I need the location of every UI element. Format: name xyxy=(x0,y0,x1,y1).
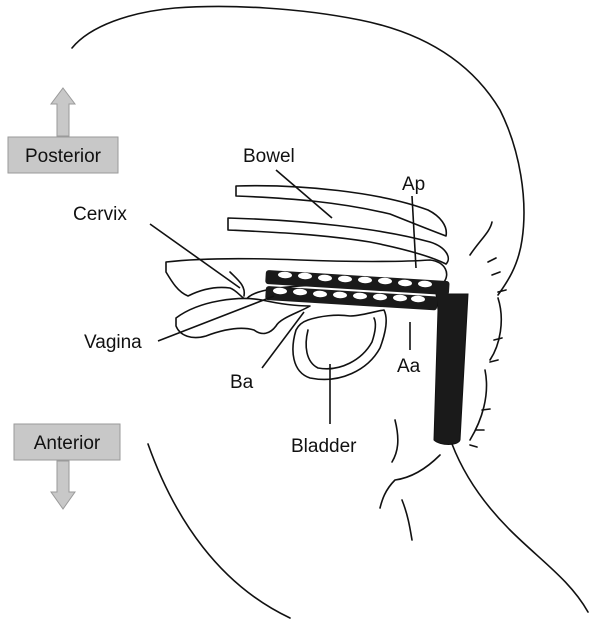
body-outline-lower xyxy=(380,420,440,508)
probe-cable xyxy=(452,444,588,612)
hair-strands xyxy=(470,258,506,447)
thigh-outline xyxy=(402,500,412,540)
arrow-up-icon xyxy=(51,88,75,136)
posterior-label: Posterior xyxy=(25,146,102,167)
probe-handle xyxy=(434,294,468,445)
posterior-indicator: Posterior xyxy=(8,88,118,173)
label-bladder: Bladder xyxy=(291,436,357,457)
label-aa: Aa xyxy=(397,356,421,377)
anterior-label: Anterior xyxy=(34,433,101,454)
label-ba: Ba xyxy=(230,372,254,393)
body-outline-right xyxy=(470,222,501,440)
label-bowel: Bowel xyxy=(243,146,295,167)
label-vagina: Vagina xyxy=(84,332,142,353)
label-ap: Ap xyxy=(402,174,425,195)
arrow-down-icon xyxy=(51,461,75,509)
anterior-indicator: Anterior xyxy=(14,424,120,509)
body-outline-main xyxy=(72,7,524,296)
body-outline-left xyxy=(148,444,290,618)
bladder-shape xyxy=(293,310,386,379)
label-cervix: Cervix xyxy=(73,204,127,225)
bladder xyxy=(293,310,386,379)
